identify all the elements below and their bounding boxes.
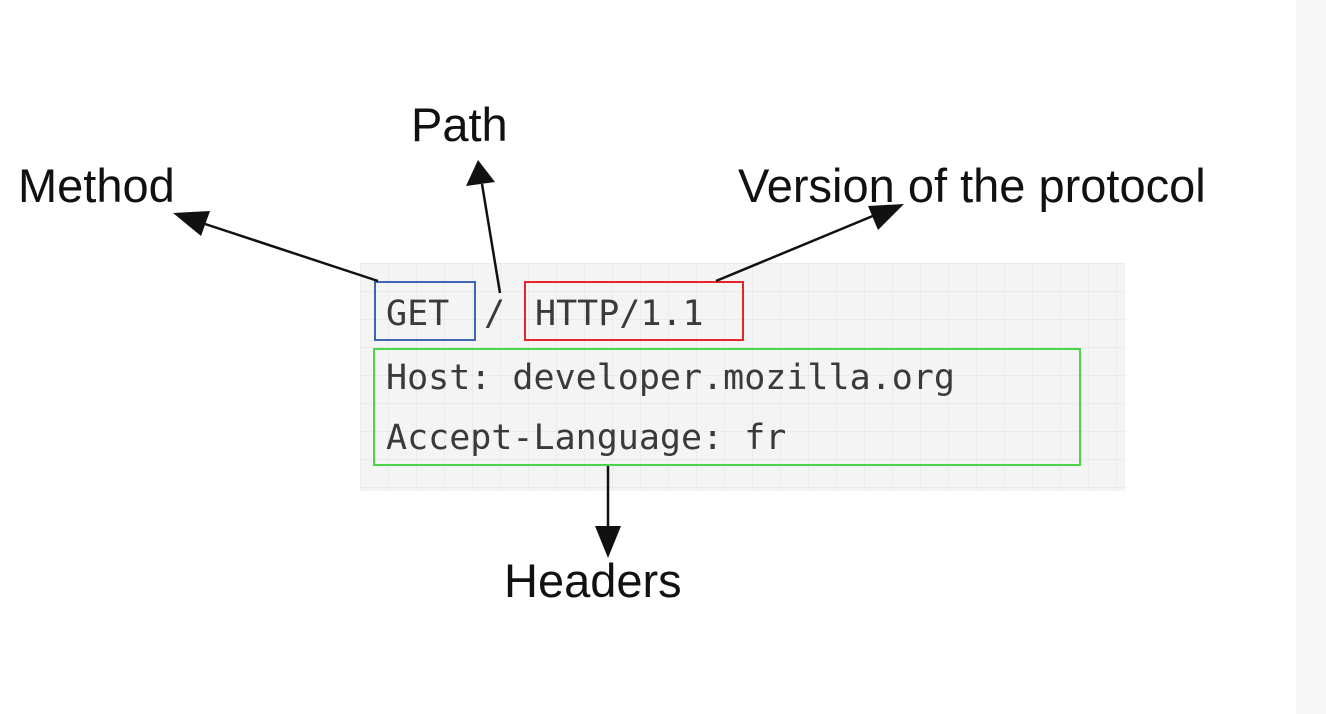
path-label: Path <box>411 98 508 151</box>
version-text: HTTP/1.1 <box>535 294 704 334</box>
path-arrowhead <box>466 160 495 186</box>
header-line-accept-language: Accept-Language: fr <box>386 418 787 458</box>
version-label: Version of the protocol <box>738 159 1206 212</box>
method-label: Method <box>18 159 175 212</box>
headers-highlight-box <box>373 348 1081 466</box>
scrollbar-track <box>1296 0 1326 714</box>
version-highlight-box <box>524 281 744 341</box>
header-line-host: Host: developer.mozilla.org <box>386 358 955 398</box>
path-text: / <box>484 294 506 334</box>
method-arrowhead <box>173 211 210 236</box>
method-text: GET <box>386 294 450 334</box>
method-arrow-line <box>198 220 379 283</box>
method-highlight-box <box>374 281 476 341</box>
headers-label: Headers <box>504 554 682 607</box>
